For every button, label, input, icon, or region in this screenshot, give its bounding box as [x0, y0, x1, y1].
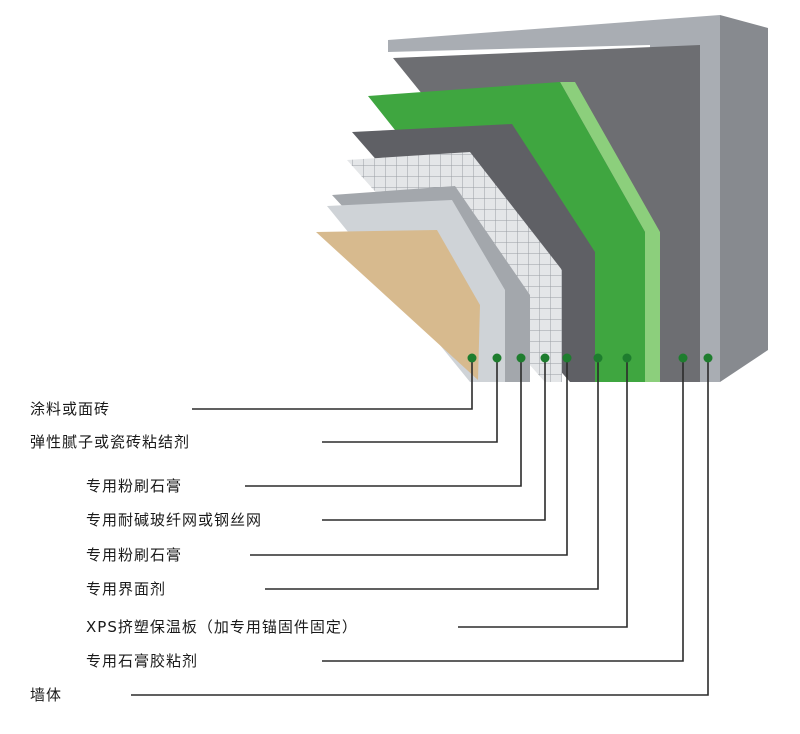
leader-line-plaster-inner	[250, 358, 568, 556]
leader-line-plaster-outer	[245, 358, 522, 487]
finish-layer	[316, 230, 480, 380]
anchor-dot-xps	[622, 353, 632, 363]
anchor-dot-coating	[467, 353, 477, 363]
wall-side-face	[720, 15, 768, 382]
label-mesh: 专用耐碱玻纤网或钢丝网	[86, 511, 263, 529]
label-xps: XPS挤塑保温板（加专用锚固件固定）	[86, 618, 358, 636]
label-interface: 专用界面剂	[86, 580, 167, 598]
label-putty: 弹性腻子或瓷砖粘结剂	[30, 433, 191, 451]
leader-line-wall	[131, 358, 709, 696]
leader-line-mesh	[322, 358, 546, 521]
anchor-dot-interface	[593, 353, 603, 363]
leader-line-interface	[265, 358, 599, 590]
anchor-dot-plaster-outer	[516, 353, 526, 363]
xps-board-edge	[560, 82, 660, 382]
label-coating: 涂料或面砖	[30, 400, 111, 418]
anchor-dots	[467, 353, 713, 363]
label-plaster-inner: 专用粉刷石膏	[86, 546, 183, 564]
leader-line-xps	[458, 358, 628, 628]
label-wall: 墙体	[30, 686, 63, 704]
label-adhesive: 专用石膏胶粘剂	[86, 652, 199, 670]
leader-line-adhesive	[322, 358, 684, 662]
leader-line-coating	[192, 358, 473, 410]
leader-line-putty	[322, 358, 498, 443]
leader-lines	[131, 358, 709, 696]
anchor-dot-adhesive	[678, 353, 688, 363]
anchor-dot-putty	[492, 353, 502, 363]
label-plaster-outer: 专用粉刷石膏	[86, 477, 183, 495]
anchor-dot-plaster-inner	[562, 353, 572, 363]
anchor-dot-wall	[703, 353, 713, 363]
anchor-dot-mesh	[540, 353, 550, 363]
